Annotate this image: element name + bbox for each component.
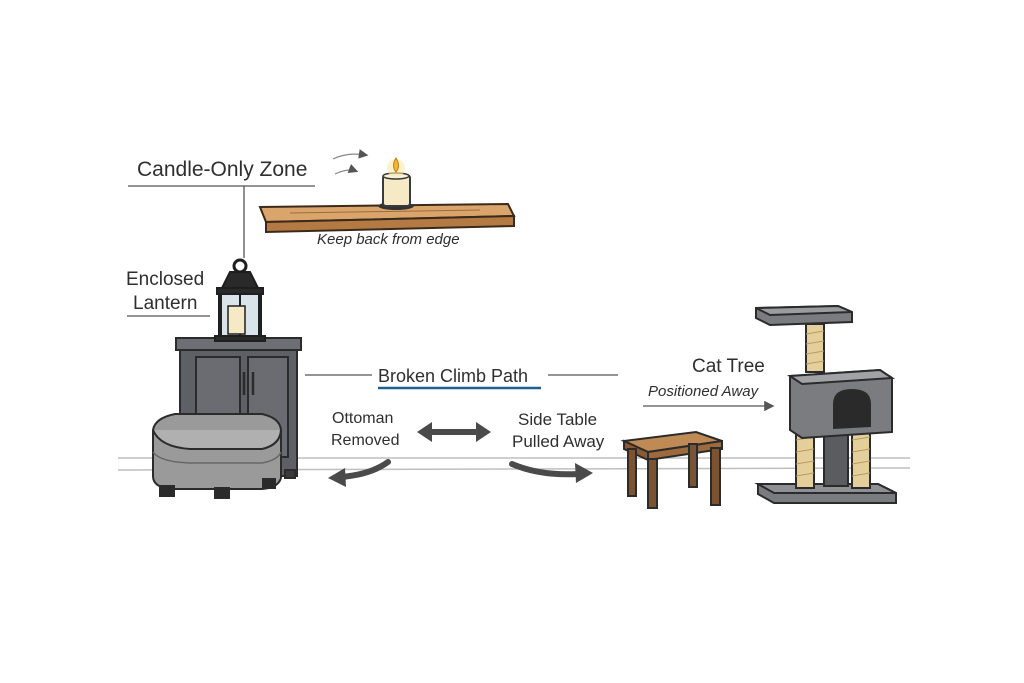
candle-zone-label: Candle-Only Zone <box>137 158 308 181</box>
side-table <box>620 430 723 509</box>
ottoman-label-line2: Removed <box>331 432 400 449</box>
climb-path-label: Broken Climb Path <box>378 366 529 386</box>
side-table-label-line1: Side Table <box>518 410 598 429</box>
air-motion-lines <box>332 149 369 175</box>
cat-tree <box>754 304 897 504</box>
shelf-note-label: Keep back from edge <box>317 231 460 248</box>
cat-tree-label-line1: Cat Tree <box>692 356 765 377</box>
side-table-label-line2: Pulled Away <box>512 432 605 451</box>
cat-tree-label-line2: Positioned Away <box>648 383 759 400</box>
curved-arrow-icon <box>328 459 593 487</box>
ottoman <box>152 413 282 499</box>
floating-shelf <box>258 202 516 234</box>
lantern-label-line1: Enclosed <box>126 269 205 290</box>
ottoman-label-line1: Ottoman <box>332 410 394 427</box>
lantern-label-line2: Lantern <box>133 293 198 314</box>
pillar-candle-icon <box>378 157 414 210</box>
lantern-icon <box>214 258 266 342</box>
double-arrow-icon <box>417 422 491 442</box>
candle-zone-underline <box>128 185 315 258</box>
